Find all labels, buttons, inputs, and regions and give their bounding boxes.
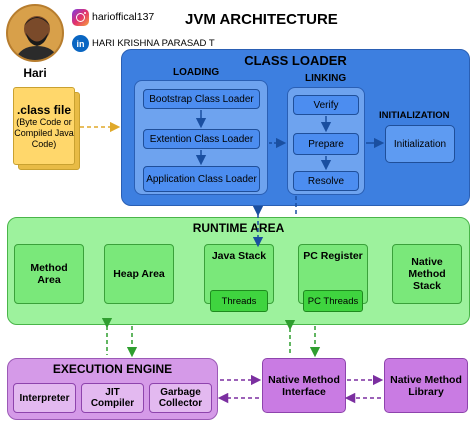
- application-class-loader: Application Class Loader: [143, 166, 260, 192]
- class-file-title: .class file: [16, 102, 72, 117]
- linkedin-name[interactable]: HARI KRISHNA PARASAD T: [92, 38, 215, 49]
- native-interface-arrows: [217, 374, 384, 404]
- class-file-subtitle: (Byte Code or Compiled Java Code): [14, 116, 74, 149]
- avatar: [6, 4, 64, 62]
- pc-register-label: PC Register: [303, 250, 363, 262]
- verify-box: Verify: [293, 95, 359, 115]
- extension-class-loader: Extention Class Loader: [143, 129, 260, 149]
- interpreter-box: Interpreter: [13, 383, 76, 413]
- heap-area: Heap Area: [104, 244, 174, 304]
- class-file-box: .class file (Byte Code or Compiled Java …: [13, 87, 75, 165]
- native-method-interface: Native Method Interface: [262, 358, 346, 413]
- method-area: Method Area: [14, 244, 84, 304]
- page-title: JVM ARCHITECTURE: [185, 11, 338, 28]
- initialization-box: Initialization: [385, 125, 455, 163]
- java-stack-label: Java Stack: [211, 250, 267, 262]
- bootstrap-class-loader: Bootstrap Class Loader: [143, 89, 260, 109]
- native-method-stack: Native Method Stack: [392, 244, 462, 304]
- runtime-engine-arrows: [101, 317, 321, 358]
- java-stack-threads: Threads: [210, 290, 268, 312]
- person-icon: [15, 16, 59, 60]
- resolve-box: Resolve: [293, 171, 359, 191]
- linking-label: LINKING: [305, 73, 347, 84]
- instagram-icon: [72, 9, 89, 26]
- instagram-handle[interactable]: harioffical137: [92, 11, 155, 23]
- pc-threads: PC Threads: [303, 290, 363, 312]
- prepare-box: Prepare: [293, 133, 359, 155]
- initialization-label: INITIALIZATION: [379, 110, 450, 121]
- loading-label: LOADING: [173, 67, 220, 78]
- native-method-library: Native Method Library: [384, 358, 468, 413]
- jit-compiler-box: JIT Compiler: [81, 383, 144, 413]
- garbage-collector-box: Garbage Collector: [149, 383, 212, 413]
- linkedin-icon: in: [72, 35, 89, 52]
- class-loader-title: CLASS LOADER: [244, 53, 347, 68]
- classloader-runtime-arrows: [252, 196, 297, 248]
- execution-engine-title: EXECUTION ENGINE: [52, 362, 173, 376]
- author-name: Hari: [23, 66, 47, 80]
